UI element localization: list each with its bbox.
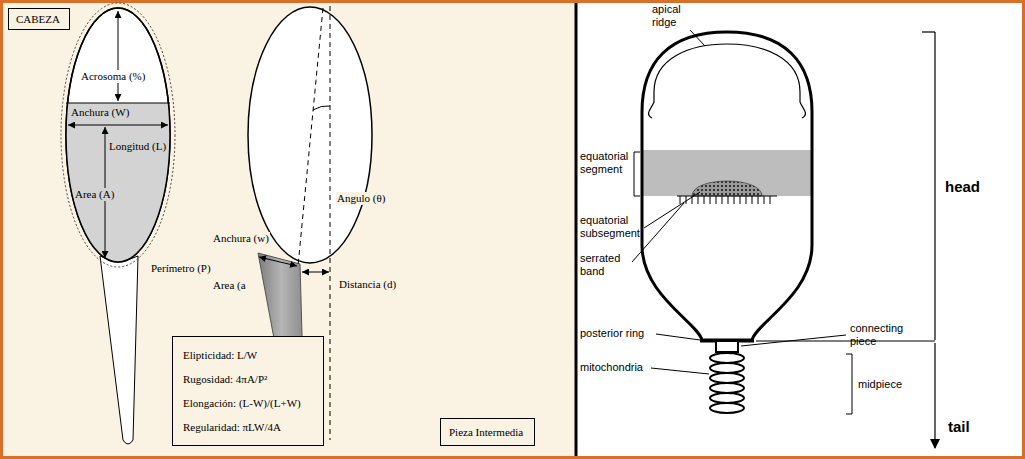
head-outline-middle [248, 7, 372, 263]
serrated-ticks [680, 196, 681, 204]
heading-box: CABEZA [8, 8, 70, 30]
sperm-head-schematic [649, 44, 806, 118]
left-panel [0, 0, 576, 459]
serrated-ticks [758, 196, 759, 204]
measure-label: Longitud (L) [108, 140, 167, 153]
measure-label: Distancia (d) [338, 278, 397, 291]
head-outline-left [60, 3, 180, 444]
sperm-head-schematic [642, 32, 812, 413]
right-panel [576, 0, 1025, 459]
head-outline-left [61, 3, 175, 267]
sperm-head-schematic [692, 181, 762, 196]
measure-label: Area (A) [74, 188, 115, 201]
measure-arrows-left [68, 125, 168, 126]
serrated-ticks [680, 196, 770, 204]
part-label: equatorial segment [580, 150, 634, 176]
head-outline-middle [313, 106, 330, 110]
head-outline-left [60, 103, 180, 273]
sperm-head-schematic [716, 341, 738, 352]
part-label: mitochondria [580, 361, 643, 374]
serrated-ticks [716, 196, 717, 204]
head-outline-middle [330, 6, 331, 440]
leader-lines [634, 152, 640, 153]
left-panel [0, 0, 576, 459]
head-outline-left [66, 8, 170, 262]
region-brackets [934, 343, 935, 448]
caption-box: Pieza Intermedia [440, 418, 535, 446]
leader-lines [690, 30, 705, 46]
serrated-ticks [710, 196, 711, 204]
head-outline-left [100, 256, 138, 444]
sperm-head-schematic [642, 32, 812, 340]
serrated-ticks [686, 196, 687, 204]
mitochondria-coils [710, 373, 744, 383]
mitochondria-coils [710, 363, 744, 373]
leader-lines [651, 368, 709, 374]
measure-label: Acrosoma (%) [80, 70, 146, 83]
region-label: head [945, 178, 980, 196]
mitochondria-coils [710, 383, 744, 393]
measure-arrows-left [118, 11, 119, 101]
node-text: Rugosidad: 4πA/P² [183, 367, 311, 391]
measure-label: Anchura (w) [212, 232, 270, 245]
mitochondria-coils [710, 353, 744, 413]
mitochondria-coils [710, 393, 744, 403]
mitochondria-coils [710, 353, 744, 363]
region-brackets [846, 354, 852, 355]
part-label: connecting piece [850, 322, 912, 348]
serrated-ticks [734, 196, 735, 204]
serrated-ticks [740, 196, 741, 204]
head-outline-left [66, 103, 170, 104]
region-brackets [852, 354, 853, 414]
serrated-ticks [728, 196, 729, 204]
region-brackets [756, 340, 935, 341]
leader-lines [634, 196, 640, 197]
node-text: Pieza Intermedia [449, 424, 526, 440]
measure-label: Perímetro (P) [150, 262, 212, 275]
leader-lines [632, 30, 846, 374]
mitochondria-coils [710, 403, 744, 413]
head-outline-middle [298, 8, 323, 266]
serrated-ticks [752, 196, 753, 204]
serrated-ticks [698, 196, 699, 204]
leader-lines [656, 334, 700, 340]
measure-arrows-left [68, 11, 168, 258]
node-text: CABEZA [16, 11, 62, 27]
right-panel [576, 0, 1025, 459]
serrated-ticks [704, 196, 705, 204]
part-label: equatorial subsegment [580, 214, 642, 240]
region-label: tail [948, 418, 970, 436]
node-text: Elongación: (L-W)/(L+W) [183, 391, 311, 415]
frame-border [575, 3, 578, 456]
region-brackets [934, 32, 935, 340]
node-text: Regularidad: πLW/4A [183, 415, 311, 439]
part-label: serrated band [580, 252, 630, 278]
sperm-head-schematic [643, 150, 811, 196]
measure-arrows-middle [259, 257, 329, 272]
measure-label: Area (a [212, 279, 247, 292]
region-brackets [756, 32, 935, 448]
measure-label: Angulo (θ) [336, 192, 386, 205]
part-label: posterior ring [580, 327, 644, 340]
leader-lines [644, 192, 700, 228]
part-label: midpiece [858, 378, 902, 391]
serrated-ticks [746, 196, 747, 204]
serrated-ticks [770, 196, 771, 204]
measure-label: Anchura (W) [70, 106, 130, 119]
formula-box: Elipticidad: L/WRugosidad: 4πA/P²Elongac… [172, 336, 324, 446]
region-brackets [846, 414, 852, 415]
serrated-ticks [764, 196, 765, 204]
node-text: Elipticidad: L/W [183, 343, 311, 367]
measure-arrows-middle [302, 272, 329, 273]
serrated-ticks [722, 196, 723, 204]
measure-arrows-middle [259, 257, 297, 266]
part-label: apical ridge [652, 3, 692, 29]
leader-lines [634, 152, 635, 196]
region-brackets [922, 31, 935, 32]
